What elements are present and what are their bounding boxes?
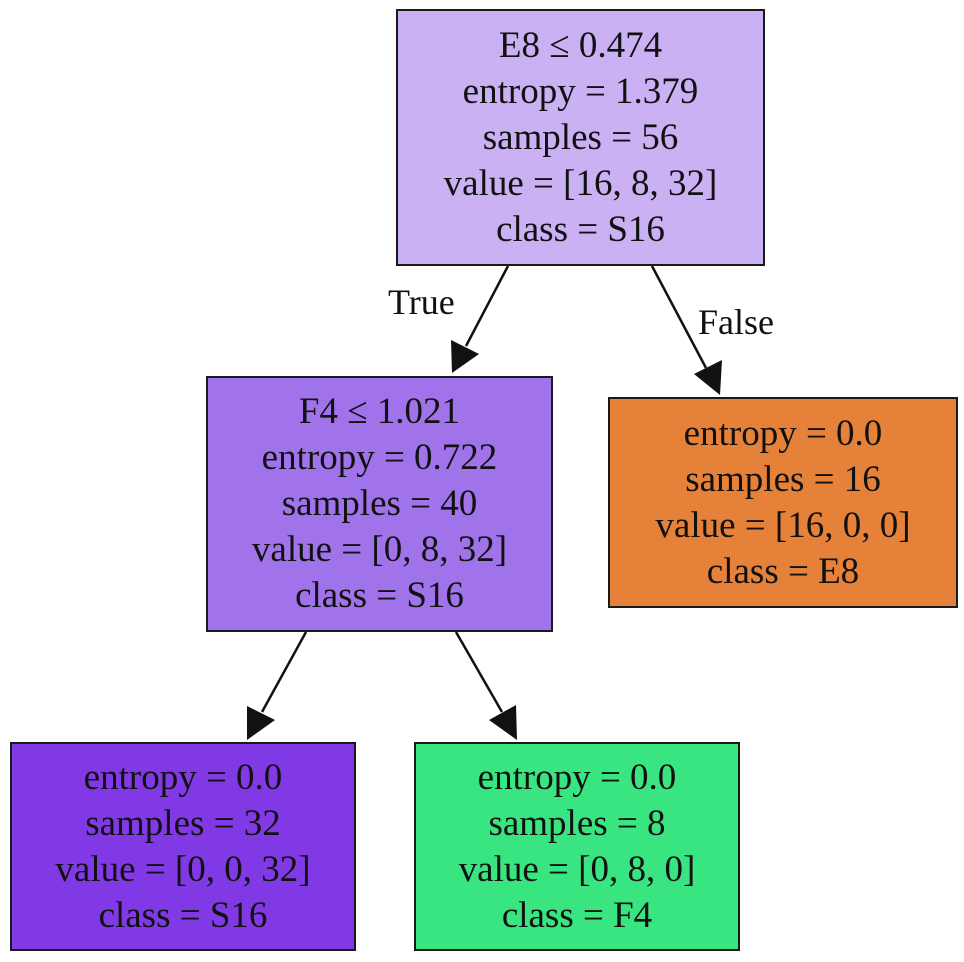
node-text-line: value = [0, 8, 32] <box>251 529 508 570</box>
edge-label-true: True <box>388 282 455 322</box>
node-text-line: E8 ≤ 0.474 <box>498 24 663 66</box>
edge-root-to-right <box>650 265 722 395</box>
node-text-line: entropy = 0.0 <box>477 756 677 798</box>
node-text-line: samples = 8 <box>488 802 666 844</box>
node-text-line: value = [0, 0, 32] <box>55 848 311 890</box>
node-text-line: class = S16 <box>295 575 464 616</box>
edge-root-to-left <box>451 265 510 373</box>
node-text-line: class = E8 <box>706 550 860 592</box>
node-text-line: F4 ≤ 1.021 <box>298 391 461 432</box>
node-text-line: class = F4 <box>501 894 653 936</box>
node-text-line: value = [0, 8, 0] <box>458 848 696 890</box>
node-text-line: samples = 40 <box>281 483 478 524</box>
edge-label-false: False <box>698 302 774 342</box>
node-text-line: entropy = 0.0 <box>683 412 883 454</box>
node-text-line: entropy = 0.0 <box>83 756 283 798</box>
node-text-line: samples = 56 <box>482 116 679 158</box>
node-text-line: entropy = 0.722 <box>261 437 498 478</box>
edge-left-to-leaf-left <box>247 631 308 740</box>
node-text-line: samples = 16 <box>685 458 881 500</box>
node-text-line: entropy = 1.379 <box>462 70 699 112</box>
node-text-line: value = [16, 0, 0] <box>655 504 911 546</box>
node-text-line: class = S16 <box>496 208 665 250</box>
node-text-line: samples = 32 <box>85 802 281 844</box>
tree-node-left: F4 ≤ 1.021 entropy = 0.722 samples = 40 val… <box>206 376 553 632</box>
node-text-line: class = S16 <box>98 894 268 936</box>
edge-left-to-leaf-right <box>454 631 517 740</box>
node-text-line: value = [16, 8, 32] <box>443 162 718 204</box>
